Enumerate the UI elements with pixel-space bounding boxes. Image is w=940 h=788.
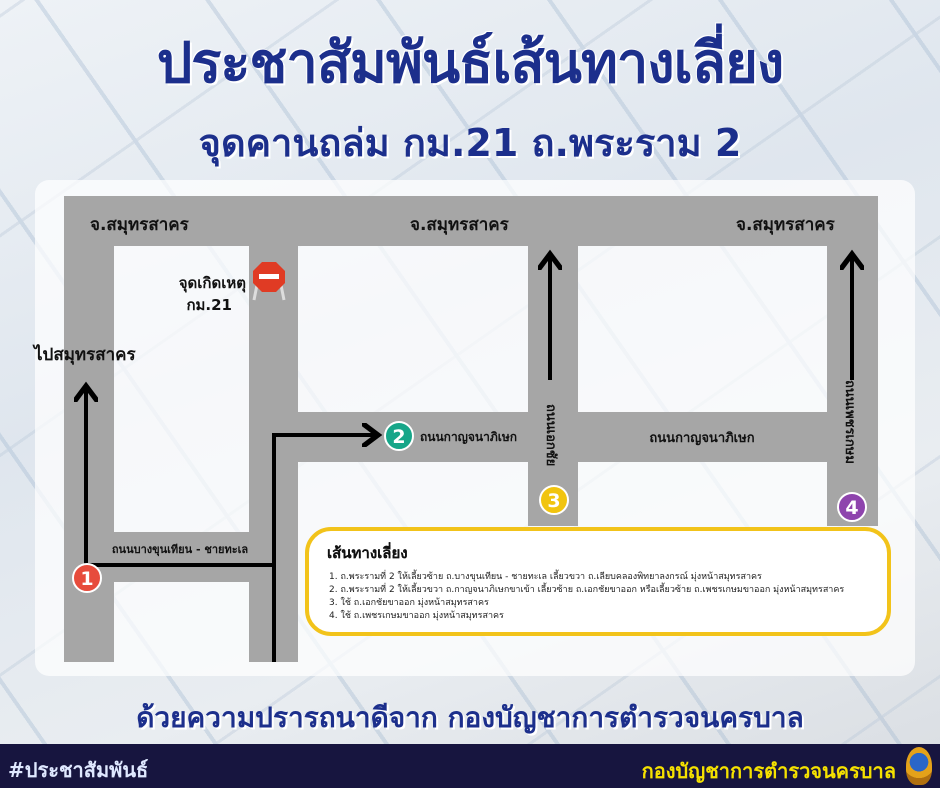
road-label-ekkachai: ถนนเอกชัย [543, 404, 558, 466]
legend-list: 1. ถ.พระรามที่ 2 ให้เลี้ยวซ้าย ถ.บางขุนเ… [329, 571, 887, 623]
route-marker-1: 1 [72, 563, 102, 593]
destination-label: จ.สมุทรสาคร [736, 215, 836, 235]
road-label-bang-khun-thian: ถนนบางขุนเทียน - ชายทะเล [112, 543, 248, 557]
organization-name: กองบัญชาการตำรวจนครบาล [641, 759, 896, 783]
footer-message: ด้วยความปรารถนาดีจาก กองบัญชาการตำรวจนคร… [136, 701, 804, 734]
bottom-bar: #ประชาสัมพันธ์ กองบัญชาการตำรวจนครบาล [0, 744, 940, 788]
page-subtitle: จุดคานถล่ม กม.21 ถ.พระราม 2 [198, 121, 742, 165]
legend-title: เส้นทางเลี่ยง [327, 544, 408, 562]
police-emblem-icon [906, 747, 932, 785]
legend-item: 3. ใช้ ถ.เอกชัยขาออก มุ่งหน้าสมุทรสาคร [329, 598, 489, 608]
route-2-arrow [272, 435, 374, 662]
destination-label: จ.สมุทรสาคร [90, 215, 190, 235]
marker-number: 4 [845, 497, 858, 519]
roads [64, 196, 878, 662]
marker-circle [384, 421, 414, 451]
page-title: ประชาสัมพันธ์เส้นทางเลี่ยง [156, 31, 785, 96]
incident-km-label: กม.21 [186, 296, 232, 314]
marker-number: 2 [392, 426, 405, 448]
route-marker-3: 3 [539, 485, 569, 515]
marker-number: 1 [80, 568, 93, 590]
to-samut-sakhon-label: ไปสมุทรสาคร [32, 344, 137, 365]
road-label-phetkasem: ถนนเพชรเกษม [842, 380, 857, 464]
legend-item: 1. ถ.พระรามที่ 2 ให้เลี้ยวซ้าย ถ.บางขุนเ… [329, 572, 762, 582]
road-top [64, 196, 878, 246]
road-label-kanchanaphisek: ถนนกาญจนาภิเษก [420, 430, 517, 444]
detour-legend: เส้นทางเลี่ยง 1. ถ.พระรามที่ 2 ให้เลี้ยว… [305, 527, 891, 636]
road-label-kanchanaphisek: ถนนกาญจนาภิเษก [649, 431, 754, 446]
destination-label: จ.สมุทรสาคร [410, 215, 510, 235]
marker-circle [72, 563, 102, 593]
route-marker-2: 2 [384, 421, 414, 451]
marker-circle [539, 485, 569, 515]
incident-label: จุดเกิดเหตุ [179, 274, 246, 293]
roadblock-icon [252, 262, 286, 301]
road-bang-khun-thian [64, 532, 298, 582]
hashtag: #ประชาสัมพันธ์ [8, 758, 149, 782]
legend-item: 4. ใช้ ถ.เพชรเกษมขาออก มุ่งหน้าสมุทรสาคร [329, 611, 504, 621]
road-ekkachai [528, 196, 578, 526]
route-marker-4: 4 [837, 492, 867, 522]
marker-circle [837, 492, 867, 522]
legend-item: 2. ถ.พระรามที่ 2 ให้เลี้ยวขวา ถ.กาญจนาภิ… [329, 585, 845, 595]
marker-number: 3 [547, 490, 560, 512]
